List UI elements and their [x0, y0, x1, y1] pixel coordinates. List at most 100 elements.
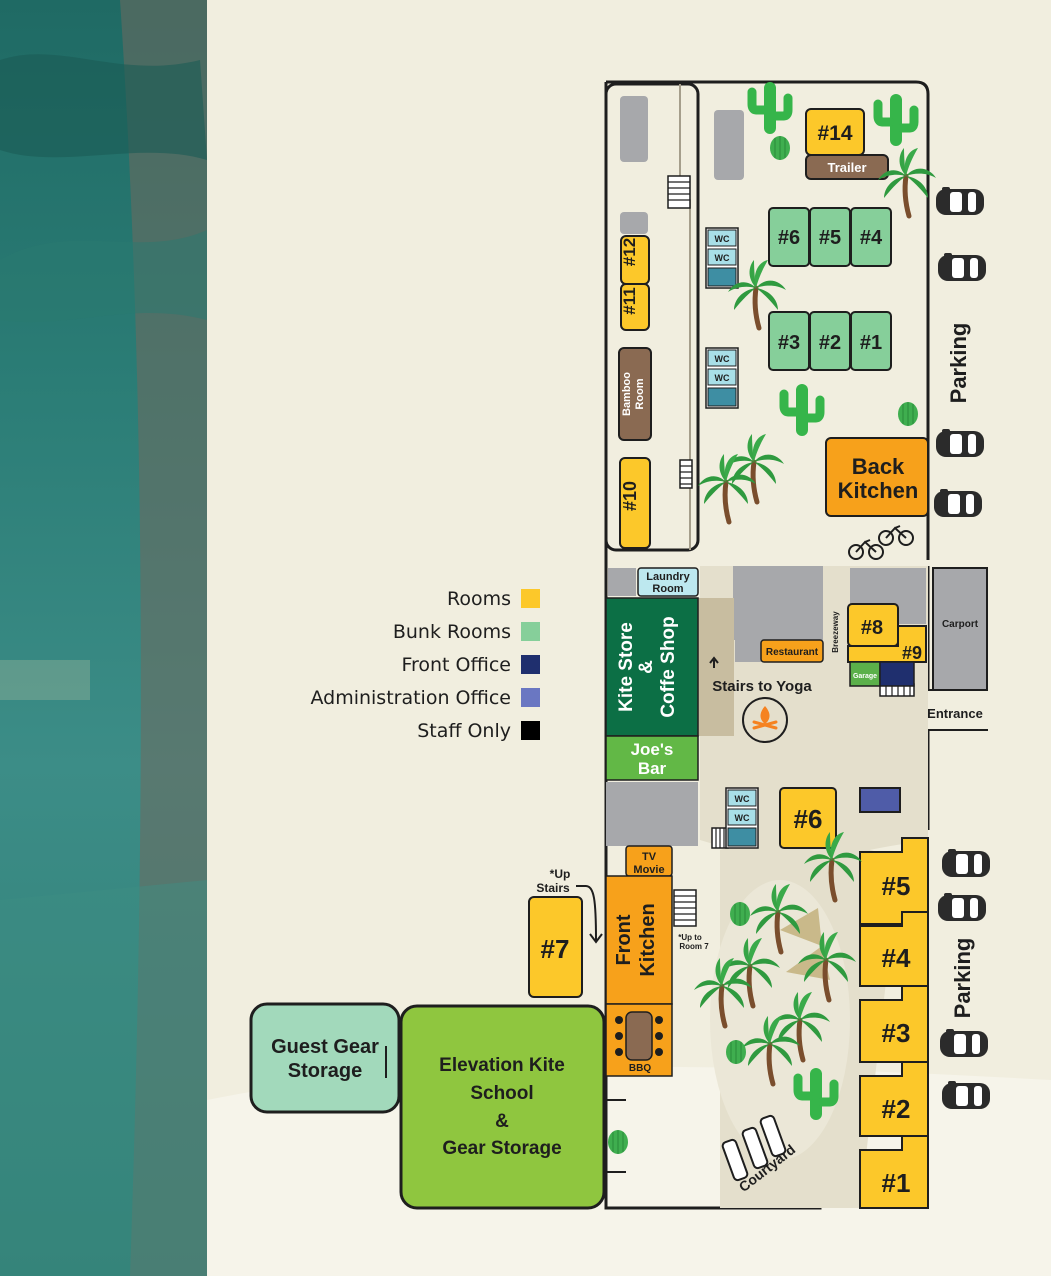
svg-text:Guest Gear: Guest Gear: [271, 1036, 379, 1058]
room-7[interactable]: #7: [528, 896, 583, 998]
svg-text:Storage: Storage: [288, 1060, 362, 1082]
bunk-3[interactable]: #3: [768, 311, 810, 371]
svg-text:#6: #6: [794, 804, 823, 834]
guest-gear-storage[interactable]: Guest Gear Storage: [249, 1002, 401, 1114]
svg-text:#12: #12: [620, 238, 639, 266]
administration-office[interactable]: [859, 787, 901, 813]
svg-text:#14: #14: [817, 122, 852, 145]
svg-text:Laundry: Laundry: [646, 571, 690, 583]
up-room7-label-2: Room 7: [679, 942, 709, 951]
trailer[interactable]: Trailer: [805, 154, 889, 180]
front-office[interactable]: [879, 661, 915, 687]
legend-swatch: [521, 622, 540, 641]
car-icon: [934, 489, 982, 517]
carport-label: Carport: [942, 619, 979, 630]
svg-text:WC: WC: [715, 234, 730, 244]
svg-text:Back: Back: [852, 454, 905, 479]
svg-text:Room: Room: [634, 378, 646, 409]
restaurant[interactable]: Restaurant: [760, 639, 824, 663]
bbq-area[interactable]: BBQ: [605, 1003, 673, 1077]
svg-text:#9: #9: [902, 643, 922, 663]
up-room7-label: *Up to: [678, 933, 702, 942]
svg-text:WC: WC: [715, 253, 730, 263]
property-wall-top: [606, 80, 930, 560]
palm-photo-art: [0, 0, 207, 1276]
svg-text:#3: #3: [778, 332, 800, 354]
wc-block-courtyard[interactable]: WC WC: [725, 787, 759, 849]
arrow-up-icon: [709, 656, 719, 668]
garage[interactable]: Garage: [849, 661, 881, 687]
svg-text:Restaurant: Restaurant: [766, 647, 819, 658]
elevation-kite-school[interactable]: Elevation Kite School & Gear Storage: [399, 1004, 606, 1210]
barrel-cactus-icon: [897, 401, 919, 427]
room-1[interactable]: #1: [859, 1135, 929, 1209]
bamboo-room[interactable]: Bamboo Room: [618, 347, 652, 441]
svg-text:Kitchen: Kitchen: [838, 478, 919, 503]
car-icon: [942, 1081, 990, 1109]
room-2[interactable]: #2: [859, 1061, 929, 1137]
cactus-icon: [878, 94, 914, 146]
wc-block-middle[interactable]: WC WC: [705, 347, 739, 409]
legend-item-rooms: Rooms: [300, 582, 540, 615]
firepit-icon: [742, 697, 788, 743]
svg-text:WC: WC: [735, 813, 750, 823]
svg-text:Elevation Kite: Elevation Kite: [439, 1055, 565, 1076]
room-14[interactable]: #14: [805, 108, 865, 156]
tv-movie-room[interactable]: TV Movie: [625, 845, 673, 877]
svg-text:TV: TV: [642, 851, 657, 863]
svg-text:#5: #5: [882, 871, 911, 901]
svg-text:Kite Store: Kite Store: [616, 622, 637, 712]
joes-bar[interactable]: Joe's Bar: [605, 735, 699, 781]
car-icon: [938, 893, 986, 921]
laundry-room[interactable]: Laundry Room: [637, 567, 699, 597]
svg-text:#1: #1: [860, 332, 882, 354]
palm-tree-icon: [726, 434, 784, 502]
room-10[interactable]: #10: [619, 457, 651, 549]
bunk-6[interactable]: #6: [768, 207, 810, 267]
barrel-cactus-icon: [607, 1129, 629, 1155]
room-6[interactable]: #6: [779, 787, 837, 849]
bunk-5[interactable]: #5: [809, 207, 851, 267]
room-12[interactable]: #12: [620, 235, 650, 285]
legend-swatch: [521, 655, 540, 674]
svg-text:Room: Room: [652, 583, 683, 595]
svg-text:Coffe Shop: Coffe Shop: [658, 616, 679, 717]
utility-block: [620, 96, 648, 162]
svg-text:#4: #4: [882, 943, 911, 973]
room-3[interactable]: #3: [859, 985, 929, 1063]
svg-text:BBQ: BBQ: [629, 1063, 651, 1074]
front-kitchen[interactable]: Front Kitchen: [605, 875, 673, 1005]
bunk-1[interactable]: #1: [850, 311, 892, 371]
svg-text:#3: #3: [882, 1018, 911, 1048]
legend-swatch: [521, 688, 540, 707]
utility-block: [714, 110, 744, 180]
up-stairs-label: *Up: [550, 867, 571, 881]
bunk-2[interactable]: #2: [809, 311, 851, 371]
bunk-4[interactable]: #4: [850, 207, 892, 267]
svg-text:WC: WC: [735, 794, 750, 804]
legend-swatch: [521, 721, 540, 740]
svg-text:#2: #2: [882, 1094, 911, 1124]
car-icon: [936, 187, 984, 215]
back-kitchen[interactable]: Back Kitchen: [825, 437, 929, 517]
svg-text:#7: #7: [541, 934, 570, 964]
svg-text:Joe's: Joe's: [631, 740, 674, 759]
room-8[interactable]: #8: [847, 603, 899, 647]
yoga-stair-ramp: [698, 598, 734, 736]
wc-block-top[interactable]: WC WC: [705, 227, 739, 289]
kite-store-coffee-shop[interactable]: Kite Store & Coffe Shop: [605, 597, 699, 737]
svg-text:&: &: [495, 1111, 509, 1132]
room-4[interactable]: #4: [859, 911, 929, 987]
svg-text:Kitchen: Kitchen: [637, 903, 659, 976]
staircase: [667, 175, 691, 209]
cactus-icon: [784, 384, 820, 436]
entrance-label: Entrance: [927, 706, 983, 721]
room-11[interactable]: #11: [620, 283, 650, 331]
svg-text:#4: #4: [860, 227, 883, 249]
staircase: [673, 889, 697, 927]
room-9[interactable]: #9: [847, 625, 927, 663]
room-5[interactable]: #5: [859, 837, 929, 925]
parking-label-top: Parking: [946, 323, 971, 404]
legend-item-front-office: Front Office: [300, 648, 540, 681]
